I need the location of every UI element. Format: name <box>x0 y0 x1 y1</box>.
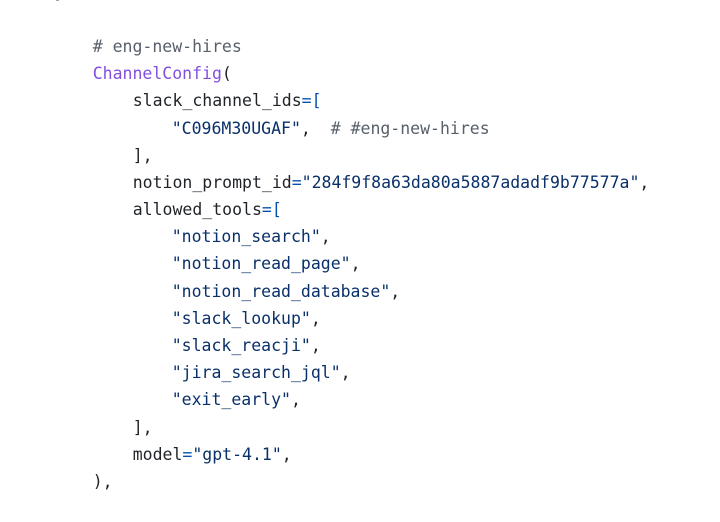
comma-token: , <box>639 173 650 192</box>
code-line-close-list: ], <box>93 115 153 165</box>
code-comment: # eng-new-hires <box>92 37 242 56</box>
comma-token: , <box>350 254 361 273</box>
keyword-arg-model: model <box>132 445 183 464</box>
string-tool-notion-search: "notion_search" <box>171 227 321 246</box>
close-bracket-token: ], <box>132 418 153 437</box>
string-tool-notion-read-page: "notion_read_page" <box>171 254 351 273</box>
string-tool-jira-search-jql: "jira_search_jql" <box>171 363 341 382</box>
equals-bracket-token: =[ <box>261 200 282 219</box>
class-name-token: ChannelConfig <box>92 64 222 83</box>
string-notion-prompt-id: "284f9f8a63da80a5887adadf9b77577a" <box>301 173 640 192</box>
comma-token: , <box>290 390 301 409</box>
code-line-class-call: ChannelConfig( <box>53 33 232 83</box>
equals-token: = <box>291 173 302 192</box>
code-line-slack-key: slack_channel_ids=[ <box>93 60 322 110</box>
comma-token: , <box>390 282 401 301</box>
open-paren-token: ( <box>221 64 232 83</box>
code-line-comment: # eng-new-hires <box>53 6 242 56</box>
comma-token: , <box>300 119 311 138</box>
close-paren-token: ), <box>92 472 113 491</box>
keyword-arg-allowed-tools: allowed_tools <box>132 200 262 219</box>
keyword-arg-notion-prompt-id: notion_prompt_id <box>132 173 292 192</box>
string-model-value: "gpt-4.1" <box>192 445 282 464</box>
close-bracket-token: ], <box>132 146 153 165</box>
string-tool-slack-reacji: "slack_reacji" <box>171 336 311 355</box>
code-line-close-call: ), <box>53 441 113 491</box>
clipped-text-fragment <box>56 0 59 1</box>
code-line-tool: "slack_lookup", <box>132 278 321 328</box>
code-line-allowed-tools: allowed_tools=[ <box>93 169 282 219</box>
code-line-tool: "notion_read_database", <box>132 251 400 301</box>
code-line-tool: "slack_reacji", <box>132 305 321 355</box>
comma-token: , <box>281 445 292 464</box>
string-tool-slack-lookup: "slack_lookup" <box>171 309 311 328</box>
code-line-close-list: ], <box>93 387 153 437</box>
comma-token: , <box>340 363 351 382</box>
inline-comment: # #eng-new-hires <box>330 119 490 138</box>
code-line-tool: "exit_early", <box>132 359 301 409</box>
code-line-model: model="gpt-4.1", <box>93 414 292 464</box>
keyword-arg-slack-channel-ids: slack_channel_ids <box>132 91 302 110</box>
code-line-notion-prompt: notion_prompt_id="284f9f8a63da80a5887ada… <box>93 142 650 192</box>
code-line-tool: "notion_read_page", <box>132 223 361 273</box>
equals-bracket-token: =[ <box>301 91 322 110</box>
string-tool-exit-early: "exit_early" <box>171 390 291 409</box>
comma-token: , <box>310 309 321 328</box>
comma-token: , <box>310 336 321 355</box>
code-line-channel-id: "C096M30UGAF", # #eng-new-hires <box>132 88 490 138</box>
equals-token: = <box>182 445 193 464</box>
code-block: # eng-new-hires ChannelConfig( slack_cha… <box>53 0 650 491</box>
comma-token: , <box>320 227 331 246</box>
code-line-tool: "notion_search", <box>132 196 331 246</box>
string-channel-id: "C096M30UGAF" <box>171 119 301 138</box>
string-tool-notion-read-database: "notion_read_database" <box>171 282 391 301</box>
code-line-tool: "jira_search_jql", <box>132 332 351 382</box>
